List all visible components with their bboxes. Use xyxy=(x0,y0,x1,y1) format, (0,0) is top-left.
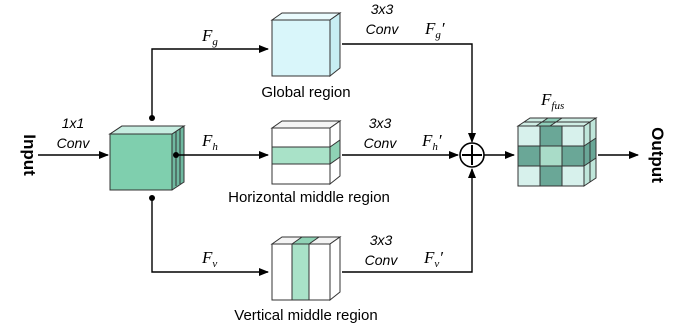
fg-label: Fg xyxy=(201,26,218,48)
input-label: Input xyxy=(20,134,39,176)
horizontal-region-cube xyxy=(270,120,342,186)
branch-global-edge xyxy=(151,45,269,118)
input-feature-cube xyxy=(108,125,186,191)
horizontal-band xyxy=(271,146,331,165)
input-cube-front-face xyxy=(109,133,173,191)
vertical-region-cube xyxy=(270,236,342,302)
ffus-label: Ffus xyxy=(540,90,564,112)
output-label: Output xyxy=(648,127,667,183)
branch-global-dot xyxy=(149,115,155,121)
fv-prime-label: Fv′ xyxy=(423,248,443,270)
conv3x3-global-size: 3x3 xyxy=(371,1,394,17)
vertical-region-label: Vertical middle region xyxy=(234,307,377,324)
global-to-sum-edge xyxy=(342,43,476,143)
branch-vertical-edge xyxy=(151,198,269,276)
conv3x3-vertical-conv: Conv xyxy=(365,252,399,268)
conv1x1-conv-label: Conv xyxy=(57,135,91,151)
vertical-to-sum-edge xyxy=(342,168,476,273)
fg-prime-label: Fg′ xyxy=(424,19,445,41)
conv1x1-size-label: 1x1 xyxy=(62,115,85,131)
fv-label: Fv xyxy=(201,248,217,270)
branch-vertical-dot xyxy=(149,195,155,201)
conv3x3-vertical-size: 3x3 xyxy=(370,232,393,248)
conv3x3-horizontal-conv: Conv xyxy=(364,135,398,151)
conv3x3-global-conv: Conv xyxy=(366,21,400,37)
vertical-band xyxy=(291,243,310,301)
global-region-label: Global region xyxy=(261,84,350,101)
sum-operator xyxy=(459,142,485,168)
fusion-cube xyxy=(516,117,598,187)
conv3x3-horizontal-size: 3x3 xyxy=(369,115,392,131)
fh-prime-label: Fh′ xyxy=(421,131,442,153)
global-region-cube xyxy=(270,12,342,78)
horizontal-region-label: Horizontal middle region xyxy=(228,189,390,206)
fh-label: Fh xyxy=(201,131,218,153)
branch-horizontal-dot xyxy=(173,152,179,158)
